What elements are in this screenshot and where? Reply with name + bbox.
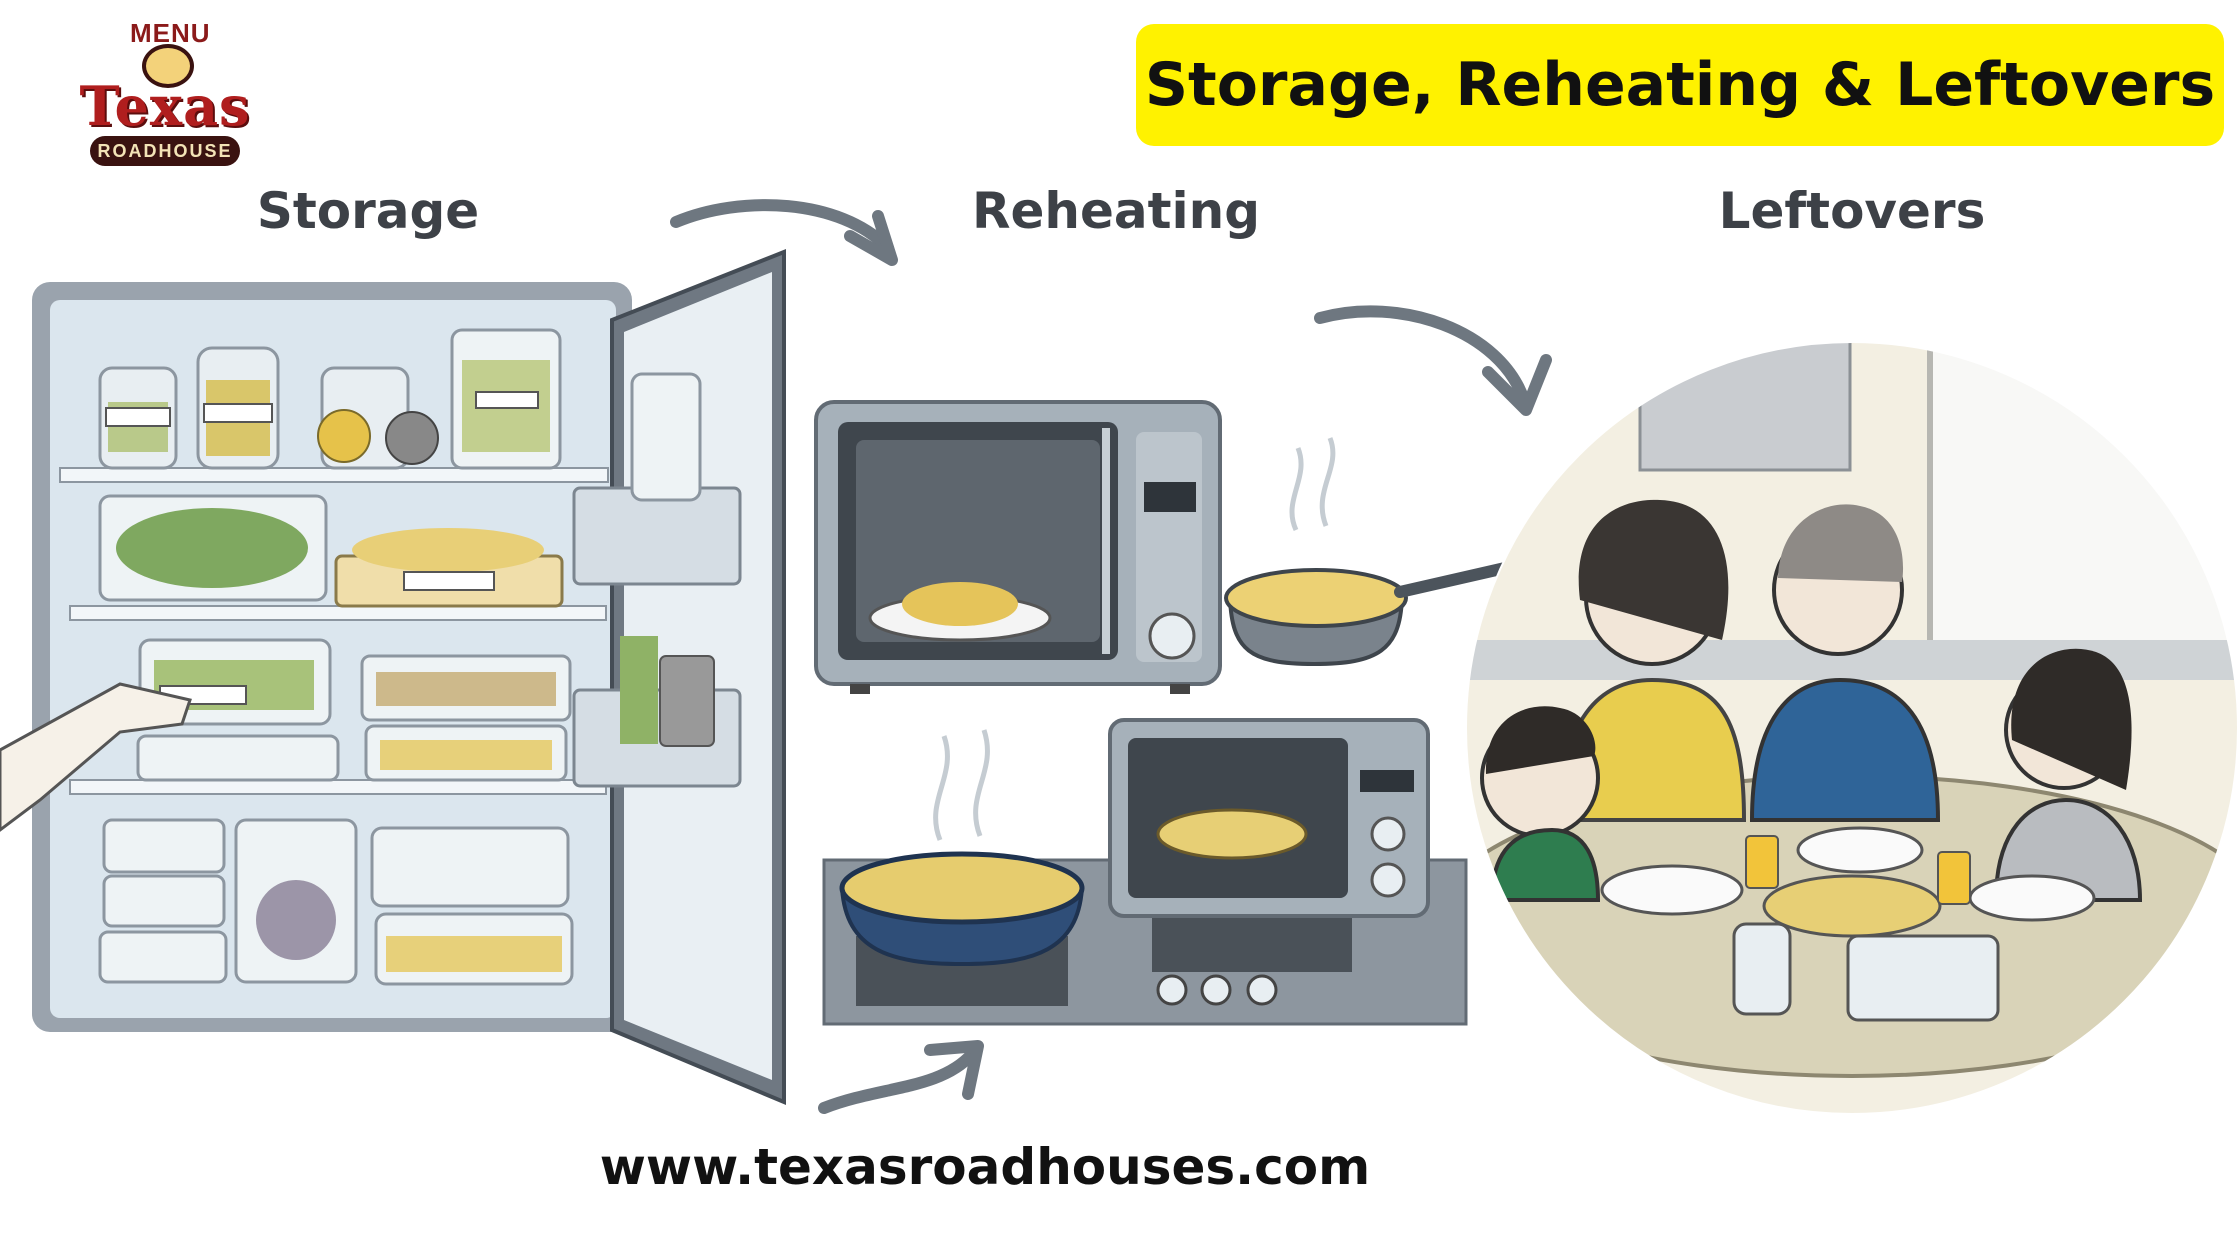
logo-brand-name: Texas xyxy=(79,74,251,138)
frying-pan-illustration xyxy=(1224,437,1546,667)
section-heading-storage: Storage xyxy=(256,182,480,240)
texas-roadhouse-logo: MENU Texas ROADHOUSE xyxy=(60,18,270,168)
flow-arrows xyxy=(670,199,1552,1114)
family-meal-illustration xyxy=(1466,342,2238,1114)
page-title: Storage, Reheating & Leftovers xyxy=(1136,24,2224,146)
logo-menu-text: MENU xyxy=(130,18,211,48)
toaster-oven-illustration xyxy=(1108,718,1430,918)
microwave-illustration xyxy=(814,400,1222,694)
section-heading-reheating: Reheating xyxy=(971,182,1261,240)
logo-tagline: ROADHOUSE xyxy=(90,136,240,166)
refrigerator-illustration xyxy=(0,249,786,1106)
website-url: www.texasroadhouses.com xyxy=(599,1138,1371,1196)
bull-icon xyxy=(142,44,194,88)
cooking-pot-illustration xyxy=(839,729,1085,967)
section-heading-leftovers: Leftovers xyxy=(1718,182,1986,240)
